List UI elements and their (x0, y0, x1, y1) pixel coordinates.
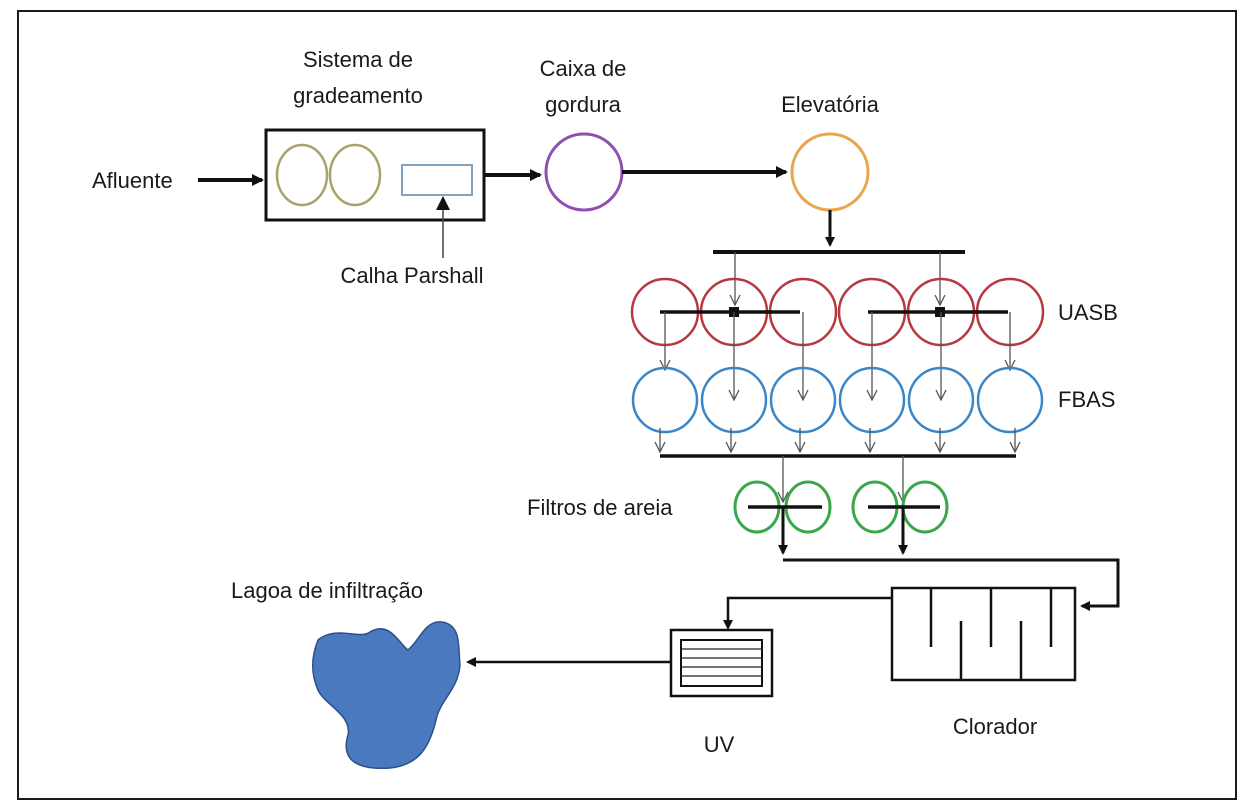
uv-label: UV (704, 732, 735, 757)
uasb-to-fbas-arrows (665, 312, 1010, 400)
clorador-label: Clorador (953, 714, 1037, 739)
fbas-filter-6-icon (976, 366, 1044, 434)
uv-unit-icon (669, 628, 774, 698)
gradeamento-box (264, 128, 486, 222)
fbas-label: FBAS (1058, 387, 1115, 412)
lagoa-blob-icon (312, 621, 461, 770)
calha-label: Calha Parshall (340, 263, 483, 288)
lagoa-label: Lagoa de infiltração (231, 578, 423, 603)
uasb-label: UASB (1058, 300, 1118, 325)
caixa-label-line1: Caixa de (540, 56, 627, 81)
calha-pointer-arrow-icon (436, 196, 450, 210)
collector-to-filters-arrows (783, 456, 903, 502)
afluente-label: Afluente (92, 168, 173, 193)
filtros-label: Filtros de areia (527, 495, 673, 520)
parshall-flume-icon (401, 164, 473, 196)
fbas-filter-1-icon (631, 366, 699, 434)
screen-circle-1-icon (275, 143, 329, 207)
elevatoria-tank-icon (790, 132, 870, 212)
diagram-frame (17, 10, 1237, 800)
fbas-filter-4-icon (838, 366, 906, 434)
sand-filters (733, 480, 949, 534)
fbas-filter-2-icon (700, 366, 768, 434)
uasb-splitter-right-icon (935, 307, 945, 317)
uasb-row (630, 277, 1045, 347)
pipe-to-uv-icon (723, 596, 892, 630)
fbas-to-collector-arrows (660, 428, 1015, 452)
clorador-unit-icon (890, 586, 1077, 682)
caixa-gordura-tank-icon (544, 132, 624, 212)
sistema-label-line2: gradeamento (293, 83, 423, 108)
pipe-to-clorador-icon (783, 558, 1120, 611)
caixa-label-line2: gordura (545, 92, 622, 117)
fbas-filter-3-icon (769, 366, 837, 434)
screen-circle-2-icon (328, 143, 382, 207)
fbas-row (631, 366, 1044, 434)
elevatoria-label: Elevatória (781, 92, 880, 117)
sistema-label-line1: Sistema de (303, 47, 413, 72)
fbas-filter-5-icon (907, 366, 975, 434)
